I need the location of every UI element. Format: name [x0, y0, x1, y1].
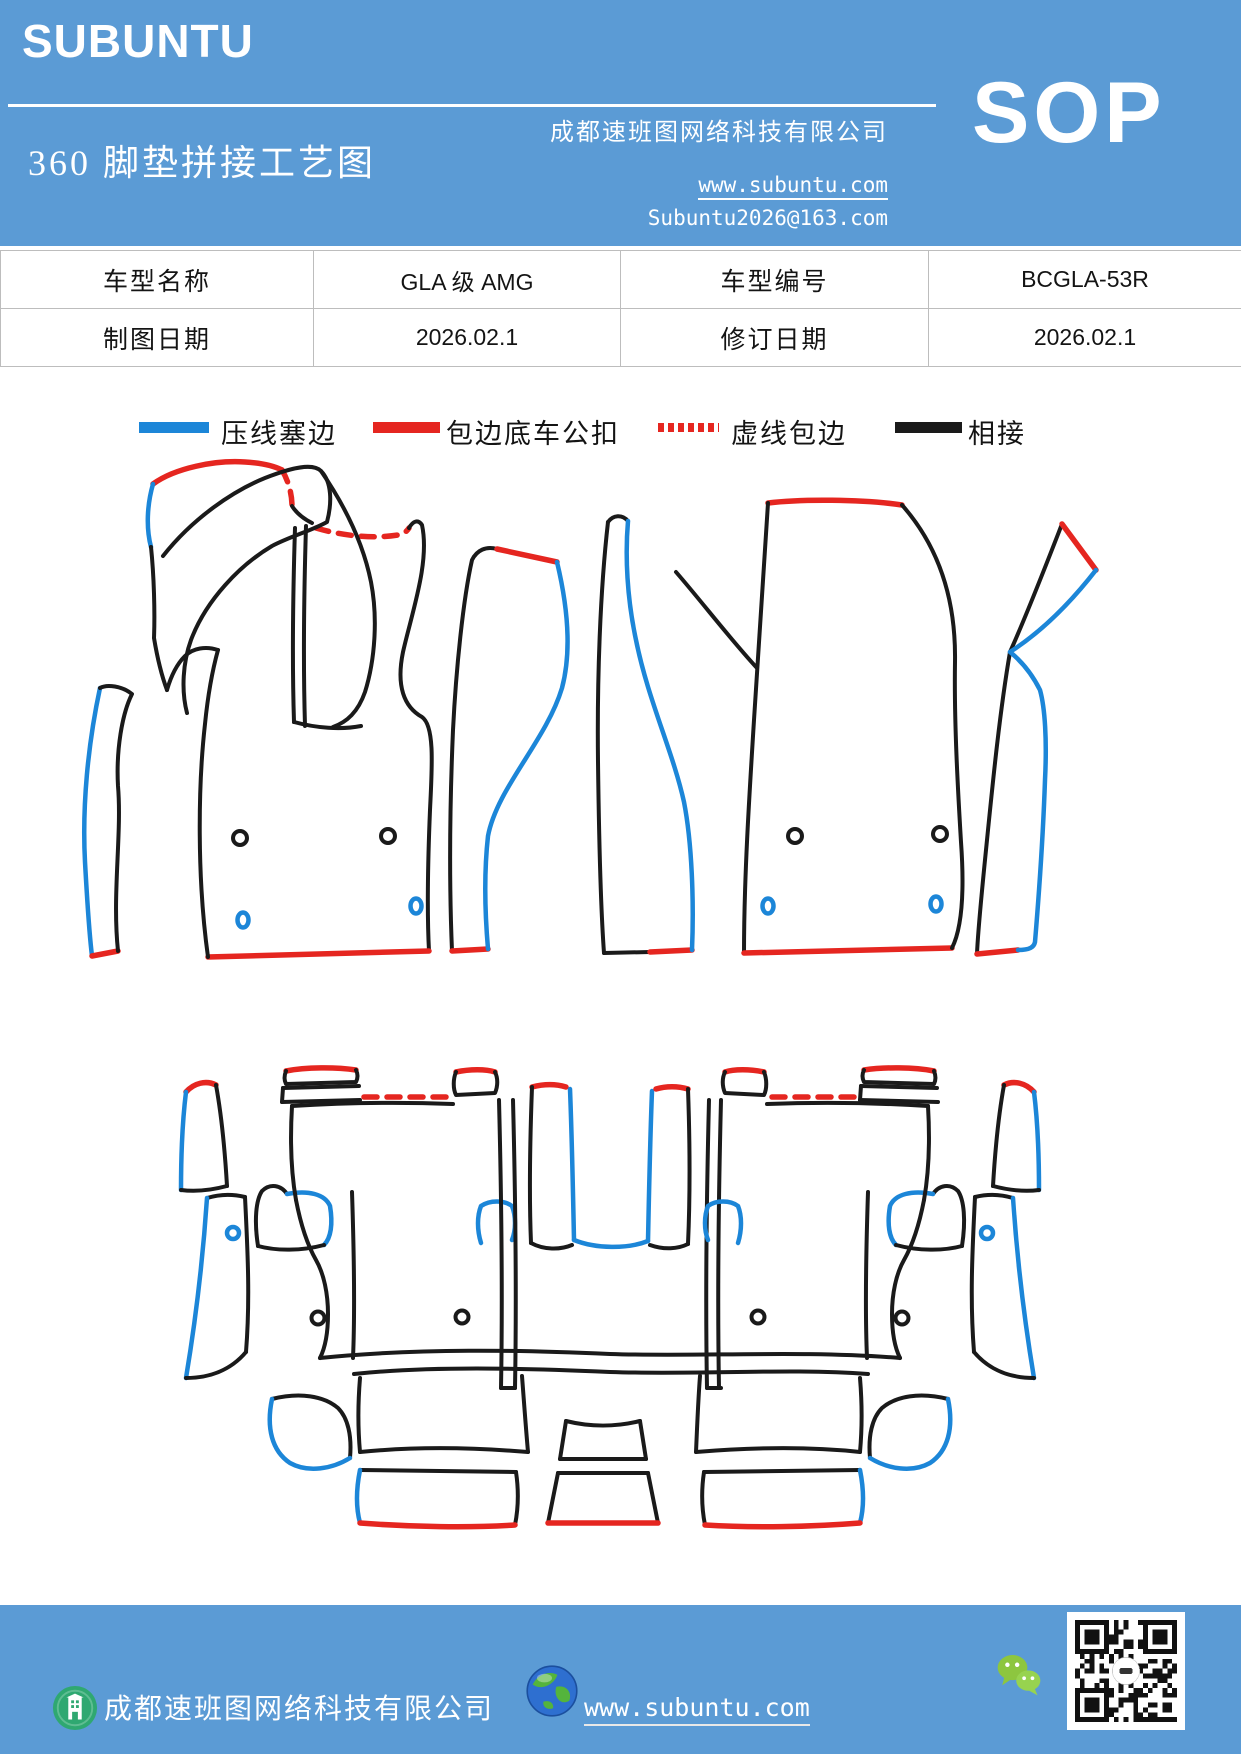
legend-label: 包边底车公扣	[446, 419, 620, 449]
company-logo: SUBUNTU	[22, 15, 254, 67]
footer: 成都速班图网络科技有限公司 www.subuntu.com	[0, 1605, 1241, 1754]
legend-red-line-swatch	[373, 422, 440, 433]
table-row: 车型名称 GLA 级 AMG 车型编号 BCGLA-53R	[0, 250, 1241, 309]
footer-company-name: 成都速班图网络科技有限公司	[104, 1694, 495, 1725]
rear-mats-diagram	[178, 1065, 1042, 1530]
header-contact-block: 成都速班图网络科技有限公司 www.subuntu.com Subuntu202…	[550, 112, 888, 230]
table-row: 制图日期 2026.02.1 修订日期 2026.02.1	[0, 308, 1241, 367]
globe-icon	[524, 1663, 580, 1719]
header-divider	[8, 104, 936, 107]
draw-date-label: 制图日期	[0, 308, 314, 367]
model-name-value: GLA 级 AMG	[313, 250, 621, 309]
footer-website-link[interactable]: www.subuntu.com	[584, 1693, 810, 1726]
draw-date-value: 2026.02.1	[313, 308, 621, 367]
vehicle-info-table: 车型名称 GLA 级 AMG 车型编号 BCGLA-53R 制图日期 2026.…	[0, 250, 1241, 367]
page-title: 360 脚垫拼接工艺图	[28, 143, 377, 183]
model-name-label: 车型名称	[0, 250, 314, 309]
header: SUBUNTU 360 脚垫拼接工艺图 成都速班图网络科技有限公司 www.su…	[0, 0, 1241, 246]
building-icon	[52, 1685, 98, 1731]
header-company-name: 成都速班图网络科技有限公司	[550, 120, 888, 146]
revise-date-label: 修订日期	[620, 308, 929, 367]
legend-red-dashed-swatch	[658, 423, 719, 432]
revise-date-value: 2026.02.1	[928, 308, 1241, 367]
model-code-label: 车型编号	[620, 250, 929, 309]
line-type-legend: 压线塞边 包边底车公扣 虚线包边 相接	[0, 408, 1241, 454]
sop-badge: SOP	[972, 65, 1166, 161]
legend-black-line-swatch	[895, 422, 962, 433]
legend-blue-line-swatch	[139, 422, 209, 433]
header-email: Subuntu2026@163.com	[647, 206, 888, 230]
wechat-icon	[993, 1649, 1045, 1701]
header-website-link[interactable]: www.subuntu.com	[698, 173, 888, 200]
legend-label: 压线塞边	[221, 419, 337, 449]
front-mats-diagram	[82, 458, 1099, 960]
legend-label: 相接	[968, 419, 1026, 449]
qr-code	[1067, 1612, 1185, 1730]
legend-label: 虚线包边	[731, 419, 847, 449]
